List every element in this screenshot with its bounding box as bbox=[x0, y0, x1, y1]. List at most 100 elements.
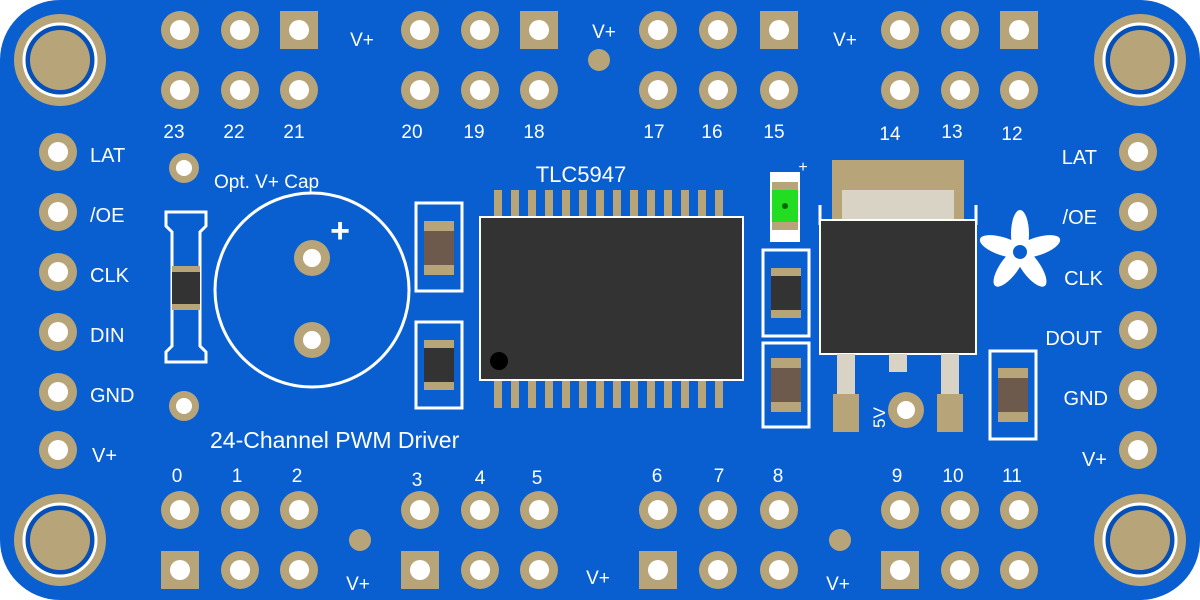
pad bbox=[39, 313, 77, 351]
cap-polarity-mark: + bbox=[330, 212, 350, 250]
pad bbox=[1119, 251, 1157, 289]
left-pin-clk: CLK bbox=[90, 265, 130, 287]
regulator-label: 5V bbox=[870, 407, 889, 428]
pad bbox=[39, 133, 77, 171]
chip-label: TLC5947 bbox=[536, 162, 627, 187]
pad bbox=[161, 11, 199, 49]
pad bbox=[294, 240, 330, 276]
pad bbox=[221, 551, 259, 589]
pad bbox=[39, 193, 77, 231]
right-pin-vplus: V+ bbox=[1082, 449, 1107, 471]
mounting-hole bbox=[1094, 14, 1186, 106]
pad bbox=[1000, 551, 1038, 589]
bottom-pin-7: 7 bbox=[714, 466, 725, 487]
top-pin-21: 21 bbox=[283, 122, 304, 143]
mounting-hole bbox=[14, 494, 106, 586]
pad bbox=[280, 551, 318, 589]
pad bbox=[280, 71, 318, 109]
right-pin-clk: CLK bbox=[1064, 268, 1104, 290]
flower-logo bbox=[979, 210, 1061, 287]
top-pin-14: 14 bbox=[879, 124, 901, 145]
top-vplus-label: V+ bbox=[833, 30, 857, 51]
bottom-vplus-label: V+ bbox=[346, 574, 370, 595]
top-pin-15: 15 bbox=[763, 122, 784, 143]
bottom-vplus-label: V+ bbox=[826, 574, 850, 595]
pad bbox=[221, 491, 259, 529]
pad bbox=[1119, 431, 1157, 469]
inductor-component bbox=[164, 210, 208, 364]
bottom-pin-8: 8 bbox=[773, 466, 784, 487]
board-title: 24-Channel PWM Driver bbox=[210, 427, 460, 453]
top-vplus-label: V+ bbox=[592, 22, 616, 43]
voltage-regulator: 5V bbox=[818, 160, 978, 432]
via bbox=[588, 49, 610, 71]
right-pin-oe: /OE bbox=[1063, 207, 1097, 229]
bottom-pin-4: 4 bbox=[475, 468, 486, 489]
right-pin-gnd: GND bbox=[1064, 388, 1108, 410]
bottom-pin-3: 3 bbox=[412, 470, 423, 491]
via bbox=[829, 529, 851, 551]
pad bbox=[39, 253, 77, 291]
pad bbox=[1119, 193, 1157, 231]
pad bbox=[699, 551, 737, 589]
right-pin-lat: LAT bbox=[1062, 147, 1097, 169]
pad bbox=[1119, 371, 1157, 409]
top-pin-17: 17 bbox=[643, 122, 664, 143]
left-pin-din: DIN bbox=[90, 325, 124, 347]
pad bbox=[888, 392, 924, 428]
pad bbox=[520, 551, 558, 589]
pad bbox=[161, 71, 199, 109]
smd-resistor bbox=[414, 201, 464, 293]
pad bbox=[1000, 71, 1038, 109]
pad bbox=[699, 11, 737, 49]
bottom-pin-1: 1 bbox=[232, 466, 243, 487]
left-pin-vplus: V+ bbox=[92, 445, 117, 467]
pad bbox=[401, 11, 439, 49]
bottom-pin-6: 6 bbox=[652, 466, 663, 487]
pad bbox=[941, 71, 979, 109]
led-polarity-mark: + bbox=[798, 159, 807, 176]
pad-square bbox=[639, 551, 677, 589]
pad bbox=[280, 491, 318, 529]
bottom-pin-10: 10 bbox=[942, 466, 963, 487]
pad bbox=[881, 491, 919, 529]
top-header-pads bbox=[161, 11, 1038, 109]
left-pin-lat: LAT bbox=[90, 145, 125, 167]
pad bbox=[941, 551, 979, 589]
pad bbox=[39, 373, 77, 411]
pad bbox=[294, 322, 330, 358]
pad bbox=[699, 71, 737, 109]
pad bbox=[881, 71, 919, 109]
top-pin-13: 13 bbox=[941, 122, 962, 143]
top-pin-19: 19 bbox=[463, 122, 484, 143]
top-pin-12: 12 bbox=[1001, 124, 1022, 145]
left-pin-oe: /OE bbox=[90, 205, 124, 227]
pad bbox=[760, 551, 798, 589]
chip-pins-top bbox=[494, 190, 723, 222]
pin1-marker bbox=[490, 352, 508, 370]
pad bbox=[941, 491, 979, 529]
pad bbox=[461, 11, 499, 49]
bottom-header-pads bbox=[161, 491, 1038, 589]
cap-label: Opt. V+ Cap bbox=[214, 172, 319, 193]
pad bbox=[941, 11, 979, 49]
electrolytic-capacitor: + bbox=[213, 191, 411, 389]
via bbox=[349, 529, 371, 551]
bottom-vplus-label: V+ bbox=[586, 568, 610, 589]
pad-square bbox=[760, 11, 798, 49]
smd-capacitor bbox=[761, 248, 811, 338]
pad-square bbox=[1000, 11, 1038, 49]
right-header: LAT /OE CLK DOUT GND V+ bbox=[1045, 133, 1157, 471]
pad-square bbox=[881, 551, 919, 589]
pad-square bbox=[280, 11, 318, 49]
mounting-hole bbox=[1094, 494, 1186, 586]
pad bbox=[760, 491, 798, 529]
pad bbox=[520, 491, 558, 529]
pad bbox=[39, 431, 77, 469]
bottom-header-labels: 0 1 2 3 4 5 6 7 8 9 10 11 V+ V+ V+ bbox=[172, 466, 1022, 595]
bottom-pin-11: 11 bbox=[1002, 466, 1022, 487]
top-pin-16: 16 bbox=[701, 122, 722, 143]
top-pin-23: 23 bbox=[163, 122, 184, 143]
top-vplus-label: V+ bbox=[350, 30, 374, 51]
